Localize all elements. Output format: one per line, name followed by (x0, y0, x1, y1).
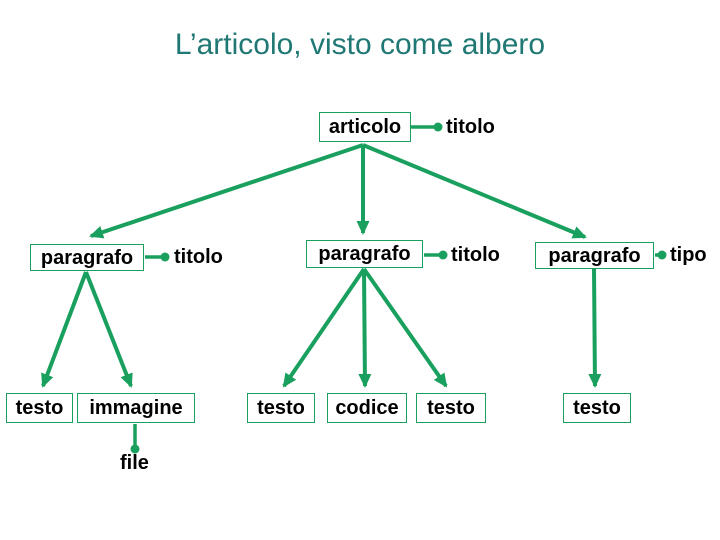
slide-title: L’articolo, visto come albero (174, 28, 546, 61)
node-testo-4: testo (563, 393, 631, 423)
node-immagine: immagine (77, 393, 195, 423)
edge-articolo-paragrafo-1 (89, 143, 364, 239)
attribute-paragrafo2-titolo: titolo (451, 244, 500, 266)
attribute-paragrafo1-titolo: titolo (174, 246, 223, 268)
dot-paragrafo3-tipo (657, 250, 667, 260)
attribute-paragrafo3-tipo: tipo (670, 244, 707, 266)
node-paragrafo-3: paragrafo (535, 242, 654, 269)
node-paragrafo-1: paragrafo (30, 244, 144, 271)
dot-paragrafo1-titolo (160, 252, 170, 262)
node-paragrafo-2: paragrafo (306, 240, 423, 268)
node-testo-3: testo (416, 393, 486, 423)
dot-articolo-titolo (433, 122, 443, 132)
dot-paragrafo2-titolo (438, 250, 448, 260)
edge-paragrafo1-immagine (84, 271, 133, 388)
node-testo-2: testo (247, 393, 315, 423)
node-testo-1: testo (6, 393, 73, 423)
edge-paragrafo1-testo (41, 271, 88, 388)
edge-paragrafo3-testo (588, 268, 602, 388)
node-codice: codice (327, 393, 407, 423)
edge-paragrafo2-testo2 (362, 267, 448, 388)
node-articolo: articolo (319, 112, 411, 142)
attribute-articolo-titolo: titolo (446, 116, 495, 138)
edge-paragrafo2-testo (282, 267, 366, 388)
attribute-immagine-file: file (120, 452, 149, 474)
edge-articolo-paragrafo-3 (362, 143, 587, 239)
edge-paragrafo2-codice (358, 268, 372, 388)
